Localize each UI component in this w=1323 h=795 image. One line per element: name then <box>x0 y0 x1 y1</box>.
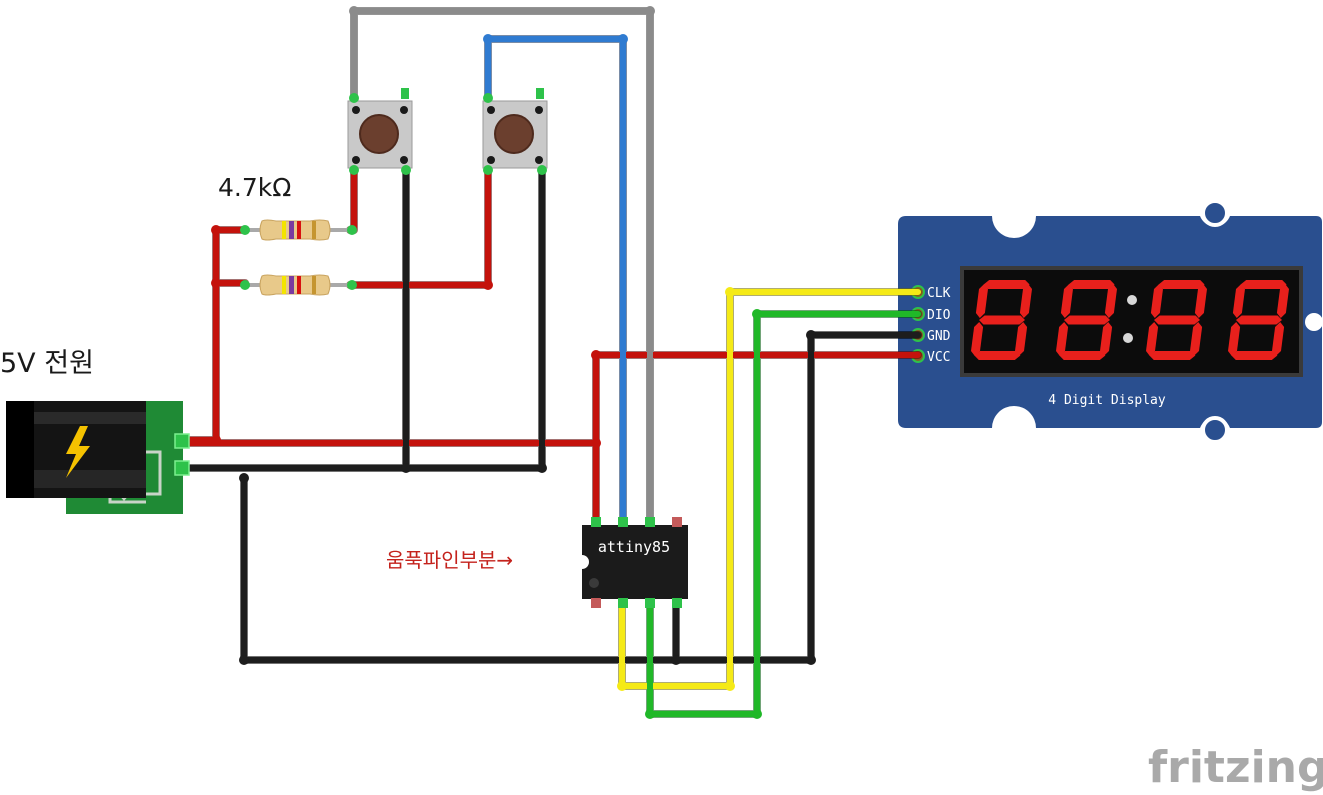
resistor-value-label: 4.7kΩ <box>218 173 291 202</box>
wires <box>186 6 922 719</box>
display-segment <box>1064 315 1110 325</box>
pin-note-label: 움푹파인부분→ <box>386 548 513 572</box>
display-segment <box>1056 322 1069 356</box>
display-segment <box>1228 322 1241 356</box>
power-label: 5V 전원 <box>0 348 94 379</box>
display-pin-label: CLK <box>927 286 951 301</box>
display-segment <box>1236 315 1282 325</box>
display-segment <box>1276 284 1289 318</box>
segment-digits <box>971 280 1289 360</box>
chip-label: attiny85 <box>598 538 670 556</box>
chip-body <box>582 525 688 599</box>
lightning-icon <box>66 426 90 478</box>
display-segment <box>979 315 1025 325</box>
display-pin-label: DIO <box>927 308 951 323</box>
pushbutton-2 <box>482 88 548 175</box>
resistor-1 <box>240 219 357 241</box>
display-segment <box>1146 322 1159 356</box>
display-segment <box>1150 284 1163 318</box>
display-segment <box>1149 351 1196 360</box>
mount-hole-right <box>1305 313 1323 331</box>
display-caption: 4 Digit Display <box>1048 393 1166 408</box>
display-segment <box>974 351 1021 360</box>
resistor-2 <box>240 274 357 296</box>
display-segment <box>1158 280 1205 289</box>
display-segment <box>1154 315 1200 325</box>
mount-hole-top <box>1201 199 1229 227</box>
display-segment <box>1019 284 1032 318</box>
display-segment <box>1190 322 1203 356</box>
fritzing-logo: fritzing <box>1148 742 1323 793</box>
display-segment <box>1232 284 1245 318</box>
display-segment <box>983 280 1030 289</box>
display-segment <box>975 284 988 318</box>
display-segment <box>1231 351 1278 360</box>
display-segment <box>1068 280 1115 289</box>
chip-notch <box>575 555 589 569</box>
display-segment <box>971 322 984 356</box>
display-segment <box>1104 284 1117 318</box>
power-jack <box>6 401 190 514</box>
colon-dot-bottom <box>1123 333 1133 343</box>
display-pin-label: VCC <box>927 350 950 365</box>
mount-hole-bottom <box>1201 416 1229 444</box>
display-pin-label: GND <box>927 329 951 344</box>
display-segment <box>1240 280 1287 289</box>
tm1637-display: CLK DIO GND VCC 4 Digit Display <box>898 199 1323 444</box>
display-segment <box>1059 351 1106 360</box>
attiny85-chip: attiny85 <box>575 517 688 608</box>
display-segment <box>1272 322 1285 356</box>
power-pin-positive <box>174 433 190 449</box>
display-segment <box>1194 284 1207 318</box>
display-segment <box>1015 322 1028 356</box>
colon-dot-top <box>1127 295 1137 305</box>
pushbutton-1 <box>347 88 413 175</box>
display-segment <box>1060 284 1073 318</box>
display-segment <box>1100 322 1113 356</box>
power-pin-negative <box>174 460 190 476</box>
